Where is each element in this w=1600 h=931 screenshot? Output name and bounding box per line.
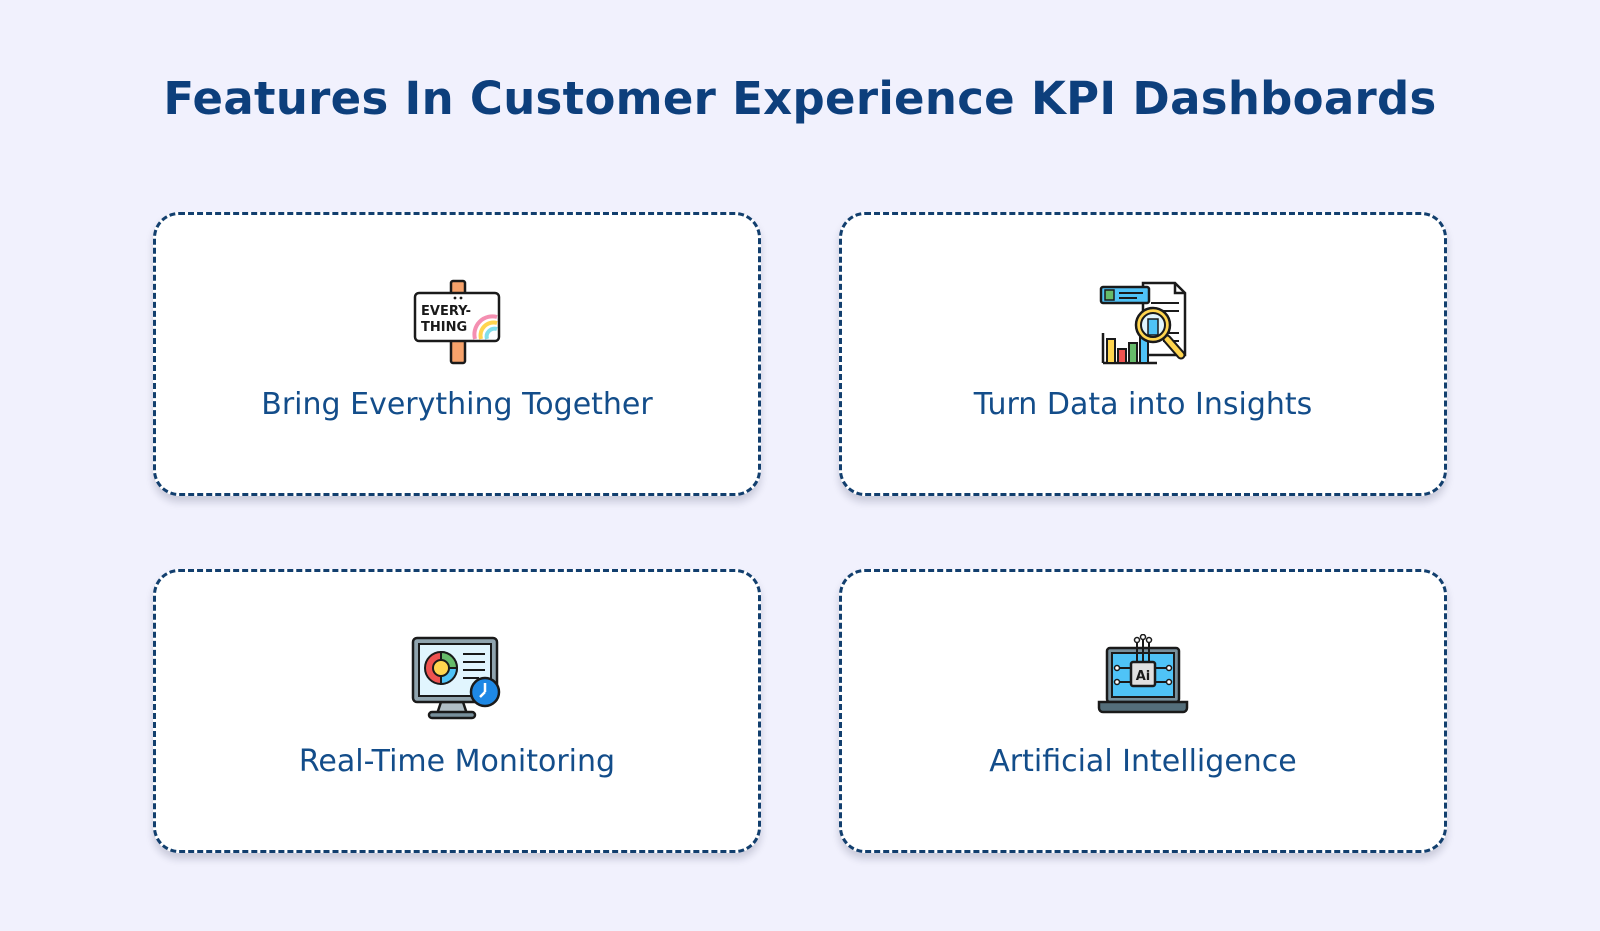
ai-laptop-icon: Ai <box>1097 634 1189 726</box>
feature-card-bring-everything-together: EVERY- THING Bring Everything Together <box>153 212 761 496</box>
feature-card-artificial-intelligence: Ai Artificial Intelligence <box>839 569 1447 853</box>
monitoring-screen-icon <box>411 634 503 726</box>
card-label: Artificial Intelligence <box>989 744 1297 779</box>
everything-sign-line-2: THING <box>421 320 467 335</box>
card-label: Bring Everything Together <box>261 387 653 422</box>
ai-chip-label: Ai <box>1136 669 1151 684</box>
data-analysis-icon <box>1097 277 1189 369</box>
card-label: Real-Time Monitoring <box>298 744 616 779</box>
feature-card-turn-data-into-insights: Turn Data into Insights <box>839 212 1447 496</box>
everything-sign-line-1: EVERY- <box>421 304 471 319</box>
feature-card-real-time-monitoring: Real-Time Monitoring <box>153 569 761 853</box>
card-label: Turn Data into Insights <box>973 387 1313 422</box>
page-title: Features In Customer Experience KPI Dash… <box>163 72 1437 125</box>
everything-sign-icon: EVERY- THING <box>411 277 503 369</box>
